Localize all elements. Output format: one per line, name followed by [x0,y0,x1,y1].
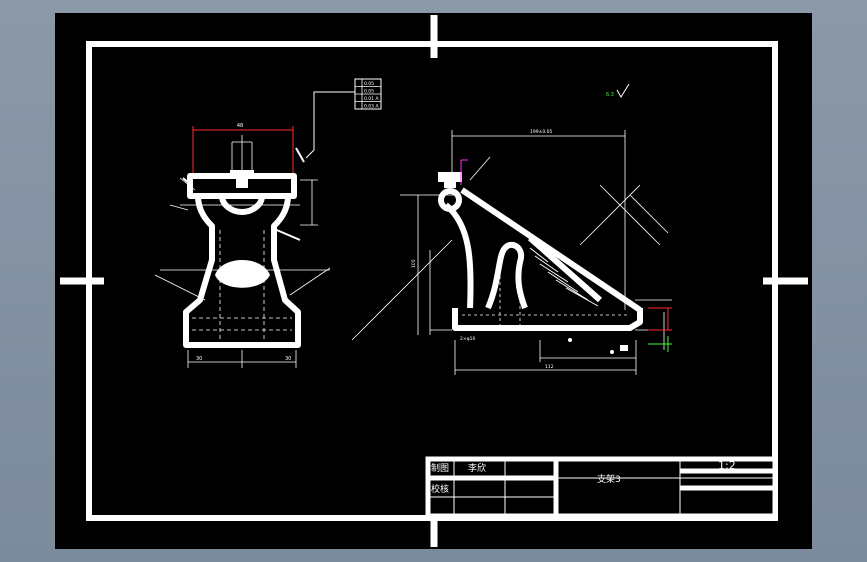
svg-text:6.3: 6.3 [606,92,614,98]
base-right-dimension: 30 [285,356,291,362]
roughness-symbol: 6.3 [606,83,630,98]
left-view: 48 [154,91,355,368]
right-view: 199±0.05 112 105 2×φ10 [351,129,672,375]
left-note: 2×φ10 [460,336,475,342]
tolerance-line-4: 0.03 A [364,104,379,110]
top-width-dimension [192,126,294,176]
title-row2-label: 校核 [431,483,449,495]
red-markers [648,307,672,331]
tolerance-line-1: 0.05 [364,81,374,87]
top-length-dimension: 199±0.05 [530,129,553,135]
title-row1-label: 制图 [431,462,449,474]
left-height-dimension: 105 [411,259,417,268]
title-row1-name: 李欣 [468,462,486,474]
tolerance-line-3: 0.01 A [364,96,379,102]
base-left-dimension: 30 [196,356,202,362]
green-markers [648,336,672,352]
magenta-marker [460,159,468,185]
tolerance-line-2: 0.05 [364,89,374,95]
title-block: 制图 李欣 校核 支架3 1:2 [425,456,778,519]
title-scale: 1:2 [718,459,736,472]
title-part-name: 支架3 [597,473,621,485]
top-boss [438,172,462,212]
base-length-dimension: 112 [545,364,554,370]
tolerance-frame: 0.05 0.05 0.01 A 0.03 A [354,78,382,110]
top-width-label: 48 [237,123,243,129]
